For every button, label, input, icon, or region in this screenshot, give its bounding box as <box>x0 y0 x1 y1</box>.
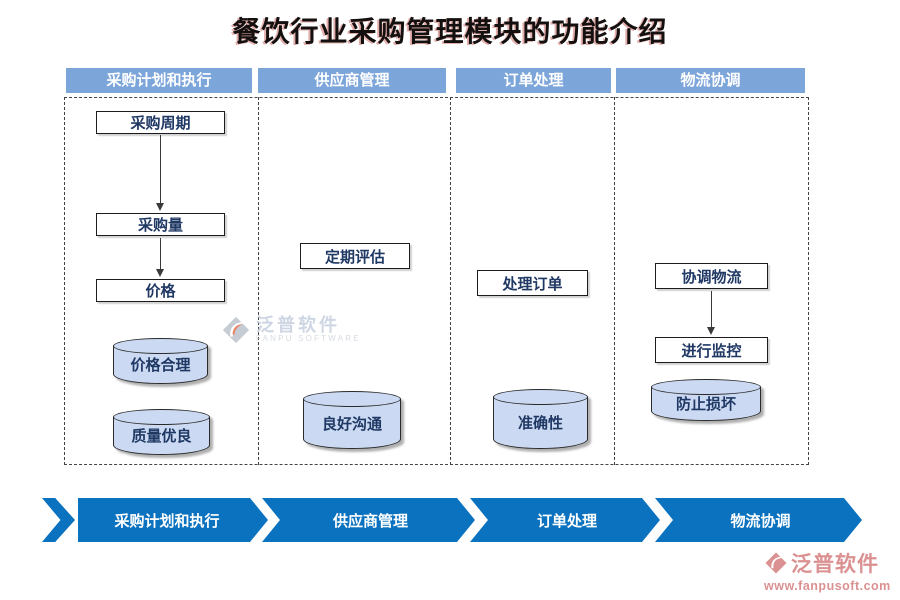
banner-step-supplier-management: 供应商管理 <box>262 498 475 542</box>
footer-logo: 泛普软件 www.fanpusoft.com <box>764 548 894 593</box>
cylinder-good-quality: 质量优良 <box>113 409 210 455</box>
down-arrow <box>155 135 164 211</box>
down-arrow <box>155 238 164 277</box>
footer-url: www.fanpusoft.com <box>764 579 891 593</box>
flow-box-price: 价格 <box>96 279 225 302</box>
column-divider <box>450 97 451 465</box>
watermark-subtitle: FANPU SOFTWARE <box>256 334 361 344</box>
cylinder-label: 准确性 <box>517 415 563 432</box>
footer-brand: 泛普软件 <box>791 553 879 576</box>
process-banner: 采购计划和执行 供应商管理 订单处理 物流协调 <box>42 498 862 542</box>
cylinder-label: 质量优良 <box>131 428 192 445</box>
down-arrow <box>706 291 715 335</box>
cylinder-reasonable-price: 价格合理 <box>113 338 208 384</box>
banner-step-logistics-coordination: 物流协调 <box>655 498 862 542</box>
flow-box-coordinate-logistics: 协调物流 <box>655 263 768 289</box>
column-divider <box>614 97 615 465</box>
cylinder-accuracy: 准确性 <box>493 389 588 449</box>
fanpu-watermark-icon <box>222 316 250 344</box>
cylinder-top <box>493 389 588 405</box>
cylinder-body <box>303 399 401 449</box>
cylinder-prevent-damage: 防止损坏 <box>651 379 761 421</box>
cylinder-good-communication: 良好沟通 <box>303 391 401 449</box>
flow-box-purchase-volume: 采购量 <box>96 213 225 236</box>
flow-box-monitoring: 进行监控 <box>655 337 768 363</box>
flow-box-periodic-evaluation: 定期评估 <box>300 243 410 269</box>
cylinder-top <box>113 338 208 354</box>
column-header-logistics-coordination: 物流协调 <box>616 68 805 93</box>
cylinder-top <box>303 391 401 407</box>
fanpu-logo-icon <box>765 552 787 574</box>
column-header-supplier-management: 供应商管理 <box>258 68 446 93</box>
banner-lead-chevron-icon <box>42 498 75 542</box>
banner-step-order-processing: 订单处理 <box>470 498 660 542</box>
column-header-order-processing: 订单处理 <box>456 68 611 93</box>
cylinder-body <box>493 397 588 449</box>
cylinder-top <box>113 409 210 425</box>
watermark-text: 泛普软件 FANPU SOFTWARE <box>256 316 361 343</box>
diagram-frame <box>64 97 809 465</box>
banner-step-procurement-planning: 采购计划和执行 <box>78 498 268 542</box>
column-header-procurement-planning: 采购计划和执行 <box>66 68 252 93</box>
column-divider <box>258 97 259 465</box>
watermark: 泛普软件 FANPU SOFTWARE <box>221 315 361 345</box>
cylinder-label: 良好沟通 <box>321 416 382 433</box>
flow-box-purchase-cycle: 采购周期 <box>96 111 225 134</box>
page-title: 餐饮行业采购管理模块的功能介绍 <box>232 16 668 47</box>
flow-box-process-orders: 处理订单 <box>477 270 588 296</box>
footer-logo-row: 泛普软件 <box>764 548 894 578</box>
cylinder-label: 防止损坏 <box>675 396 736 413</box>
cylinder-label: 价格合理 <box>130 357 191 374</box>
cylinder-top <box>651 379 761 395</box>
watermark-brand: 泛普软件 <box>256 315 340 336</box>
